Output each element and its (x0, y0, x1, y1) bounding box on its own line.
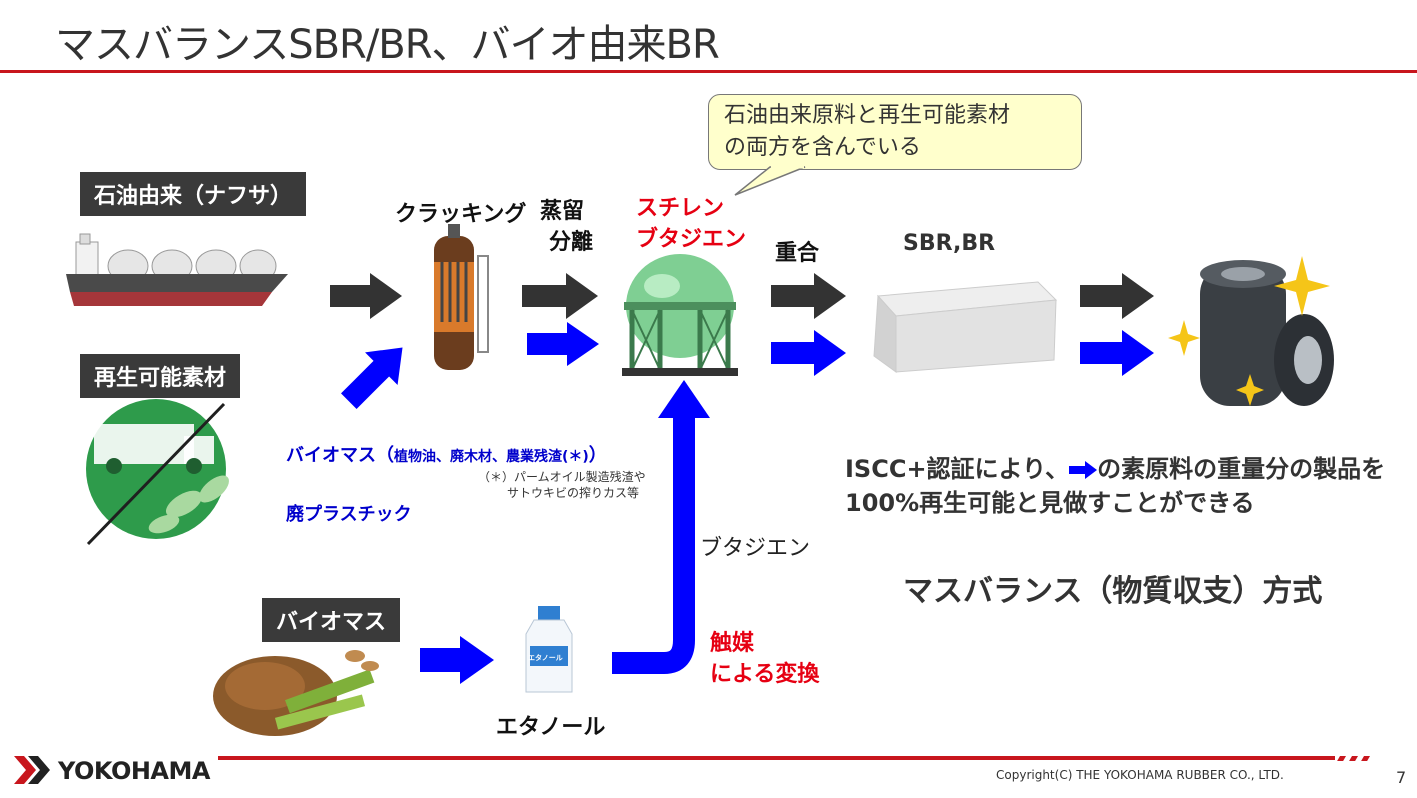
product-label: SBR,BR (903, 231, 996, 256)
wood-chips-icon (213, 650, 379, 736)
iscc-line2: 100%再生可能と見做すことができる (845, 489, 1255, 517)
callout-text: 石油由来原料と再生可能素材 の両方を含んでいる (724, 100, 1010, 164)
styrene-label: スチレン (636, 196, 725, 221)
biomass-label: バイオマス (262, 598, 401, 642)
dark-arrow-product (1080, 273, 1154, 319)
callout-box (708, 94, 1082, 170)
waste-plastic-text: 廃プラスチック (286, 504, 412, 525)
blue-arrow-conversion (612, 415, 695, 674)
iscc-line1-b: の素原料の重量分の製品を (1097, 455, 1386, 483)
blue-arrow-product (1080, 330, 1154, 376)
biomass-prefix: バイオマス（ (286, 445, 394, 466)
yokohama-logo-mark (14, 756, 50, 784)
footnote-line-2: サトウキビの搾りカス等 (507, 486, 640, 500)
flow-arrows (330, 273, 1154, 684)
blue-arrow-distill (527, 322, 599, 366)
dark-arrow-polymer (771, 273, 846, 319)
dark-arrow-distill (522, 273, 598, 319)
butadiene-conversion-label: ブタジエン (700, 536, 811, 561)
distill-label-1: 蒸留 (540, 199, 585, 224)
page-title: マスバランスSBR/BR、バイオ由来BR (55, 22, 720, 68)
callout-tail (734, 165, 806, 196)
renewable-materials-icon (86, 399, 229, 546)
renewable-label: 再生可能素材 (80, 354, 241, 398)
page-number: 7 (1396, 768, 1407, 787)
biomass-detail: 植物油、廃木材、農業残渣(＊) (394, 449, 589, 465)
brand-logo-text: YOKOHAMA (58, 757, 210, 785)
callout-line-2: の両方を含んでいる (724, 135, 921, 160)
title-divider (0, 70, 1417, 73)
catalyst-label-1: 触媒 (710, 631, 755, 656)
cracking-reactor-icon (434, 224, 489, 370)
callout-line-1: 石油由来原料と再生可能素材 (724, 103, 1011, 128)
blue-arrow-biomass (420, 636, 494, 684)
petroleum-label: 石油由来（ナフサ） (80, 172, 307, 216)
ethanol-bottle-label: エタノール (528, 654, 563, 662)
butadiene-red-label: ブタジエン (636, 227, 747, 252)
polymerize-label: 重合 (775, 241, 820, 266)
biomass-feedstock-text: バイオマス（植物油、廃木材、農業残渣(＊)） (286, 441, 607, 467)
blue-arrow-renewable (341, 347, 403, 409)
tanker-ship-icon (66, 233, 288, 306)
iscc-statement: ISCC+認証により、の素原料の重量分の製品を 100%再生可能と見做すことがで… (845, 452, 1385, 520)
ethanol-bottle-icon (525, 606, 573, 693)
dark-arrow-naphtha (330, 273, 402, 319)
blue-arrow-icon (1069, 461, 1098, 479)
catalyst-label-2: による変換 (710, 662, 820, 687)
footer-divider (218, 756, 1335, 760)
footer-stripes (1337, 756, 1370, 761)
mass-balance-method: マスバランス（物質収支）方式 (903, 574, 1323, 609)
footnote-line-1: （＊）パームオイル製造残渣や (478, 470, 646, 484)
rubber-bale-icon (873, 281, 1058, 373)
spherical-tank-icon (622, 254, 738, 376)
ethanol-label: エタノール (496, 715, 606, 740)
copyright: Copyright(C) THE YOKOHAMA RUBBER CO., LT… (996, 768, 1284, 782)
biomass-suffix: ） (588, 445, 607, 466)
distill-label-2: 分離 (549, 230, 594, 255)
iscc-line1-a: ISCC+認証により、 (845, 455, 1070, 483)
tires-icon (1168, 256, 1334, 406)
blue-arrow-polymer (771, 330, 846, 376)
cracking-label: クラッキング (395, 202, 527, 227)
